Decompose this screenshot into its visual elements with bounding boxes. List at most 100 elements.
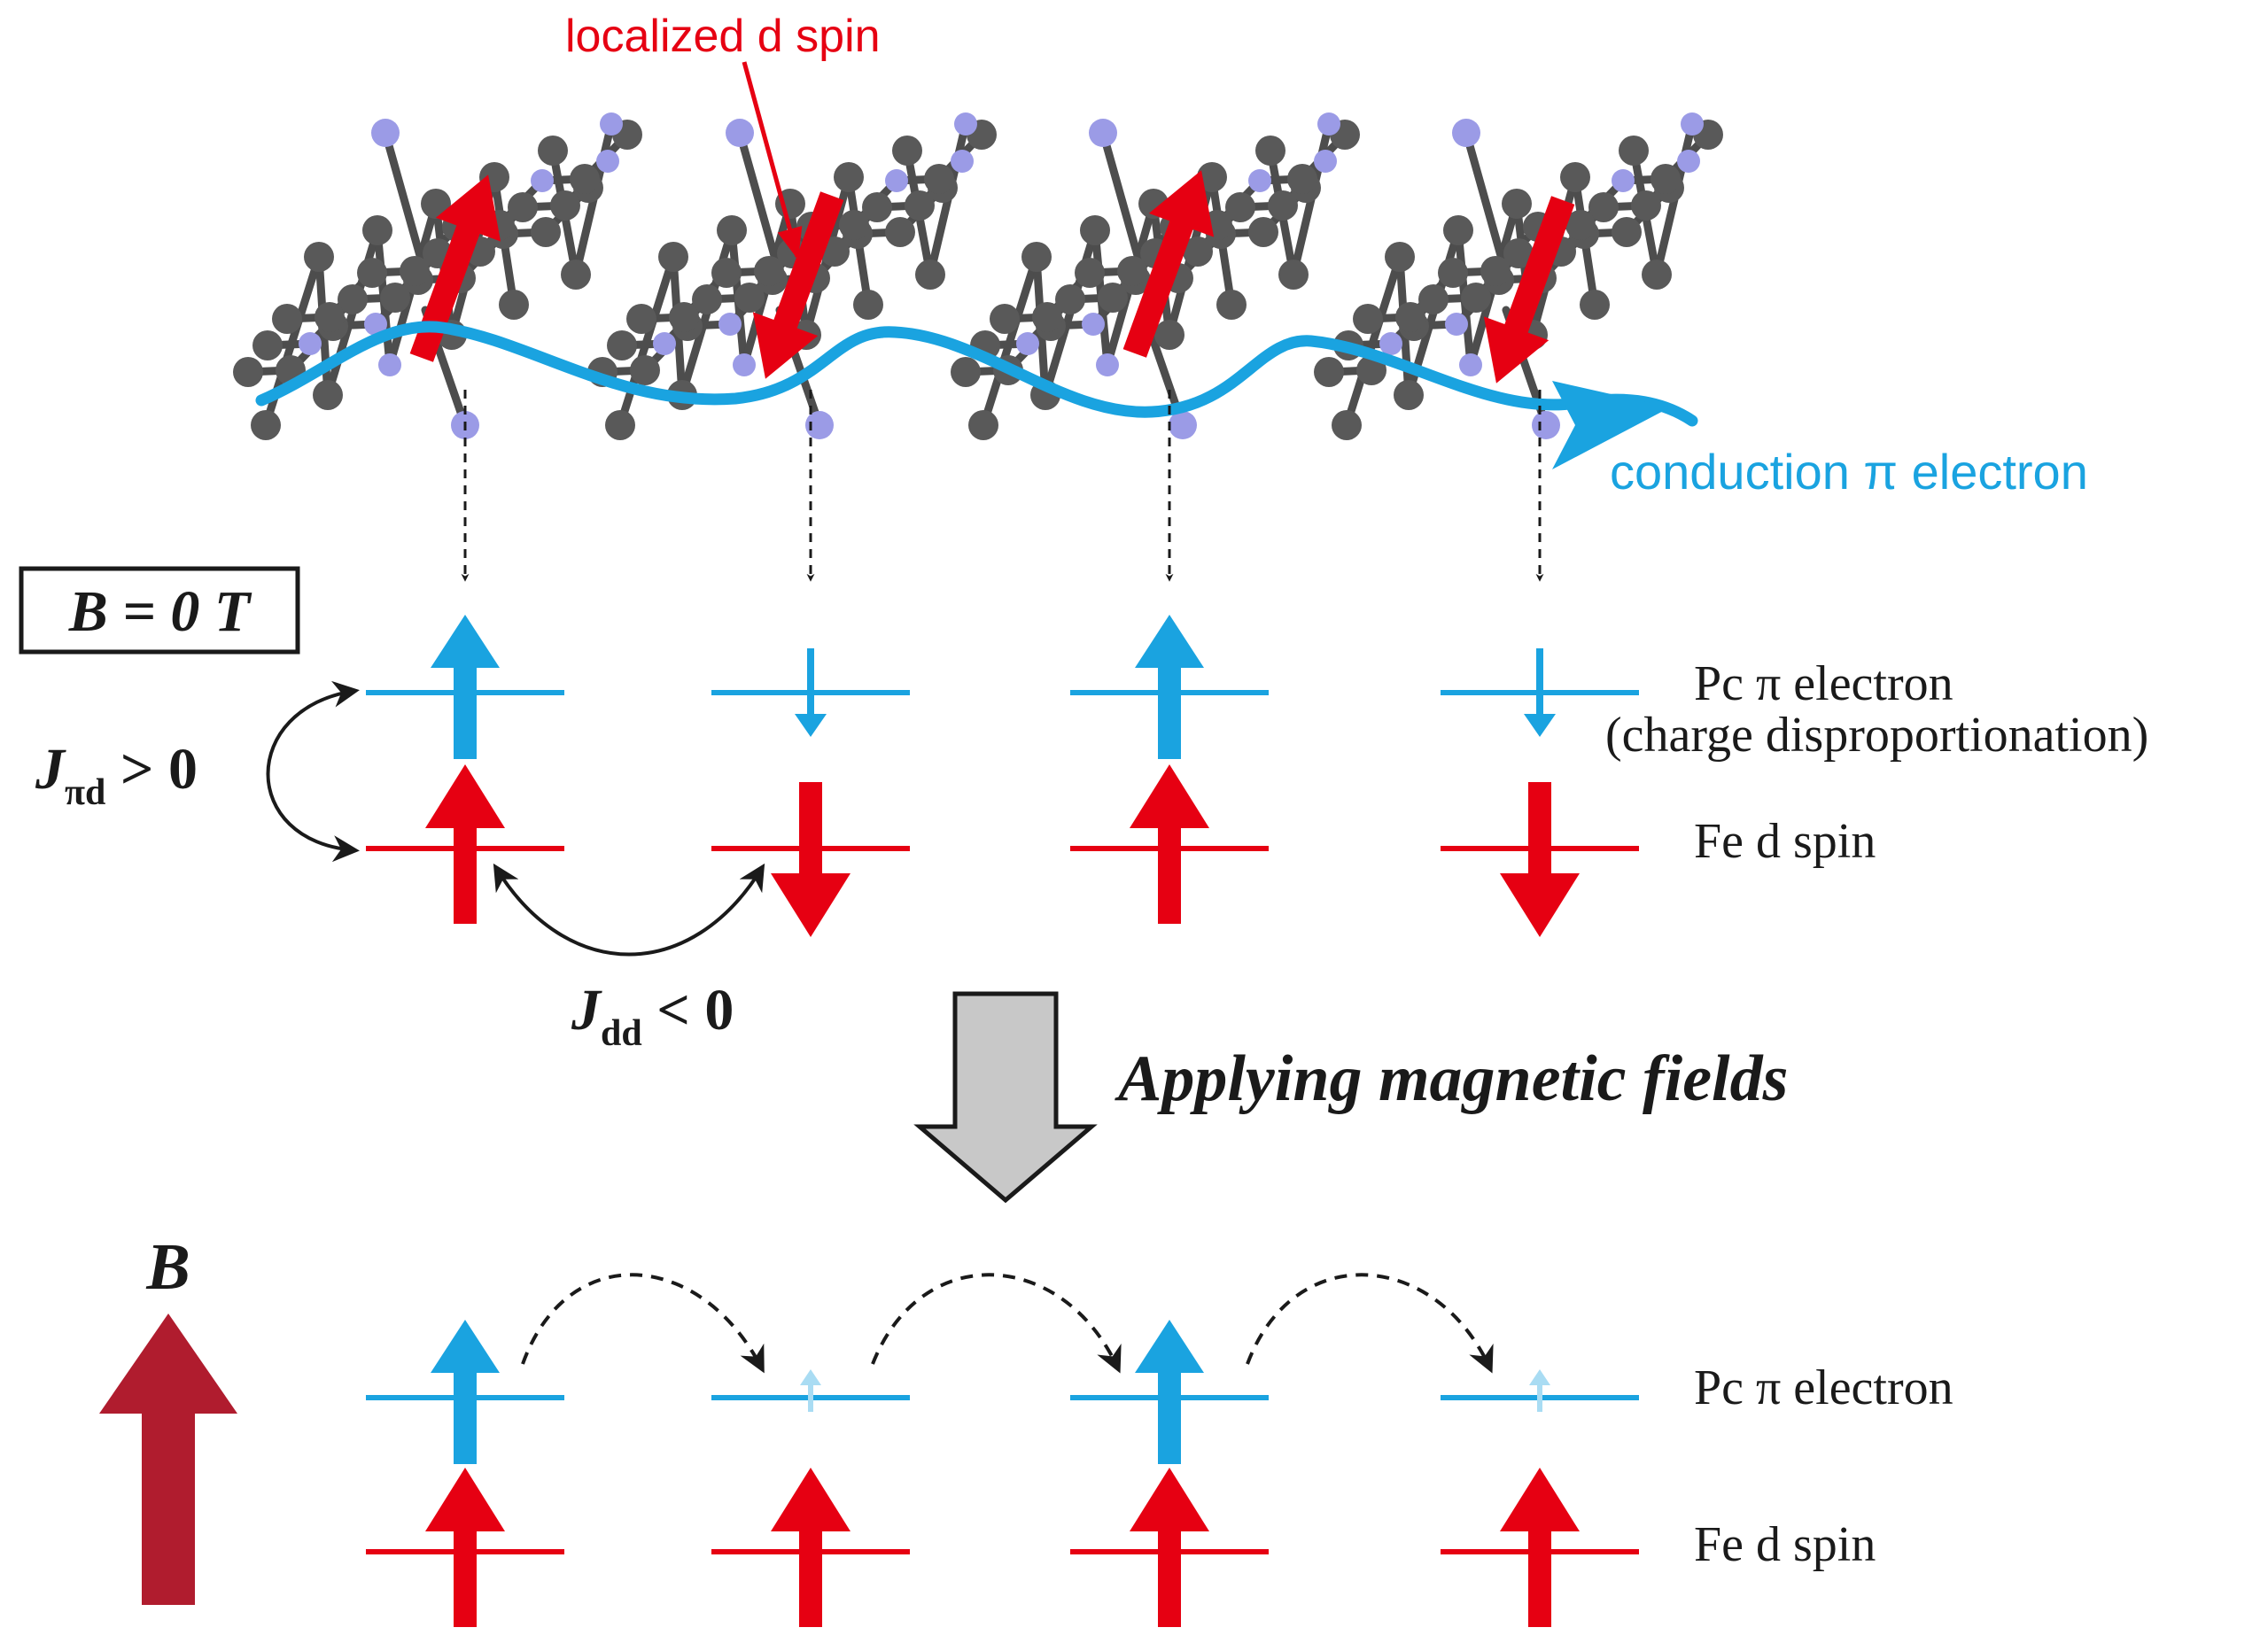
carbon-atom [499, 290, 529, 320]
carbon-atom [905, 190, 935, 221]
carbon-atom [1287, 164, 1317, 194]
carbon-atom [885, 217, 915, 247]
charge-disproportionation-label: (charge disproportionation) [1605, 708, 2148, 763]
carbon-atom [362, 215, 392, 245]
carbon-atom [1385, 242, 1415, 272]
carbon-atom [1080, 215, 1110, 245]
nitrogen-atom [726, 119, 754, 147]
pi-spin-down-arrow [795, 648, 827, 737]
carbon-atom [605, 410, 635, 440]
j-dd-curve [493, 863, 765, 957]
j-pi-d-curve [266, 680, 360, 863]
carbon-atom [508, 192, 538, 222]
carbon-atom [1394, 380, 1424, 410]
nitrogen-atom [885, 169, 908, 192]
carbon-atom [1619, 136, 1649, 166]
pi-spin-up-arrow [431, 615, 500, 759]
carbon-atom [630, 355, 660, 385]
field-symbol: B [145, 1231, 190, 1304]
zero-field-levels [366, 615, 1639, 937]
nitrogen-atom [718, 313, 742, 336]
carbon-atom [1461, 283, 1491, 313]
carbon-atom [1268, 190, 1298, 221]
molecule-spin-down-shape [752, 191, 844, 379]
j-dd-label: Jdd < 0 [571, 978, 734, 1054]
carbon-atom [1560, 162, 1590, 192]
carbon-atom [233, 357, 263, 387]
carbon-atom [1395, 302, 1425, 332]
nitrogen-atom [1317, 112, 1340, 136]
bond [381, 128, 430, 279]
process-arrow [913, 991, 1098, 1204]
conduction-wave [255, 321, 1698, 427]
carbon-atom [1278, 260, 1309, 290]
carbon-atom [1480, 256, 1511, 286]
carbon-atom [1502, 189, 1532, 219]
nitrogen-atom [1532, 411, 1560, 439]
carbon-atom [338, 284, 368, 314]
carbon-atom [839, 210, 869, 240]
carbon-atom [1154, 320, 1184, 350]
pi-spin-up-arrow [1135, 1320, 1204, 1464]
carbon-atom [561, 260, 591, 290]
nitrogen-atom [596, 150, 619, 173]
carbon-atom [1098, 283, 1128, 313]
carbon-atom [658, 242, 688, 272]
carbon-atom [380, 283, 410, 313]
nitrogen-atom [1314, 150, 1337, 173]
molecule-spin-up [1122, 170, 1215, 358]
d-spin-up-arrow [1130, 764, 1209, 924]
carbon-atom [834, 162, 864, 192]
nitrogen-atom [1096, 353, 1119, 376]
carbon-atom [400, 256, 430, 286]
localized-spin-label: localized d spin [565, 11, 881, 62]
fe-d-spin-label: Fe d spin [1694, 814, 1876, 869]
nitrogen-atom [951, 150, 974, 173]
carbon-atom [538, 136, 568, 166]
carbon-atom [990, 304, 1020, 334]
nitrogen-atom [1379, 332, 1402, 355]
carbon-atom [607, 330, 637, 360]
carbon-atom [968, 410, 998, 440]
carbon-atom [252, 330, 283, 360]
carbon-atom [1255, 136, 1285, 166]
nitrogen-atom [1445, 313, 1468, 336]
carbon-atom [1117, 256, 1147, 286]
carbon-atom [734, 283, 765, 313]
d-spin-down-arrow [1500, 782, 1580, 937]
nitrogen-atom [653, 332, 676, 355]
carbon-atom [1612, 217, 1642, 247]
carbon-atom [669, 302, 699, 332]
bond [1342, 252, 1404, 430]
molecule-chain [233, 112, 1723, 440]
d-spin-up-arrow [1130, 1468, 1209, 1627]
carbon-atom [1438, 258, 1468, 288]
carbon-atom [717, 215, 747, 245]
pi-spin-up-faint-arrow [1529, 1369, 1550, 1412]
carbon-atom [1197, 162, 1227, 192]
d-spin-up-arrow [425, 1468, 505, 1627]
carbon-atom [1642, 260, 1672, 290]
bond [616, 252, 678, 430]
molecule-spin-up-shape [409, 174, 501, 362]
pi-spin-up-arrow [1135, 615, 1204, 759]
carbon-atom [251, 410, 281, 440]
carbon-atom [315, 302, 345, 332]
carbon-atom [1651, 164, 1681, 194]
carbon-atom [892, 136, 922, 166]
nitrogen-atom [805, 411, 834, 439]
carbon-atom [692, 284, 722, 314]
carbon-atom [1332, 410, 1362, 440]
carbon-atom [304, 242, 334, 272]
zero-field-box [19, 566, 300, 655]
fe-d-spin-field-label: Fe d spin [1694, 1517, 1876, 1572]
d-spin-up-arrow [1500, 1468, 1580, 1627]
nitrogen-atom [299, 332, 322, 355]
j-pi-d-label: Jπd > 0 [35, 737, 198, 813]
d-spin-up-arrow [425, 764, 505, 924]
nitrogen-atom [1459, 353, 1482, 376]
carbon-atom [951, 357, 981, 387]
carbon-atom [357, 258, 387, 288]
carbon-atom [531, 217, 561, 247]
nitrogen-atom [1612, 169, 1635, 192]
